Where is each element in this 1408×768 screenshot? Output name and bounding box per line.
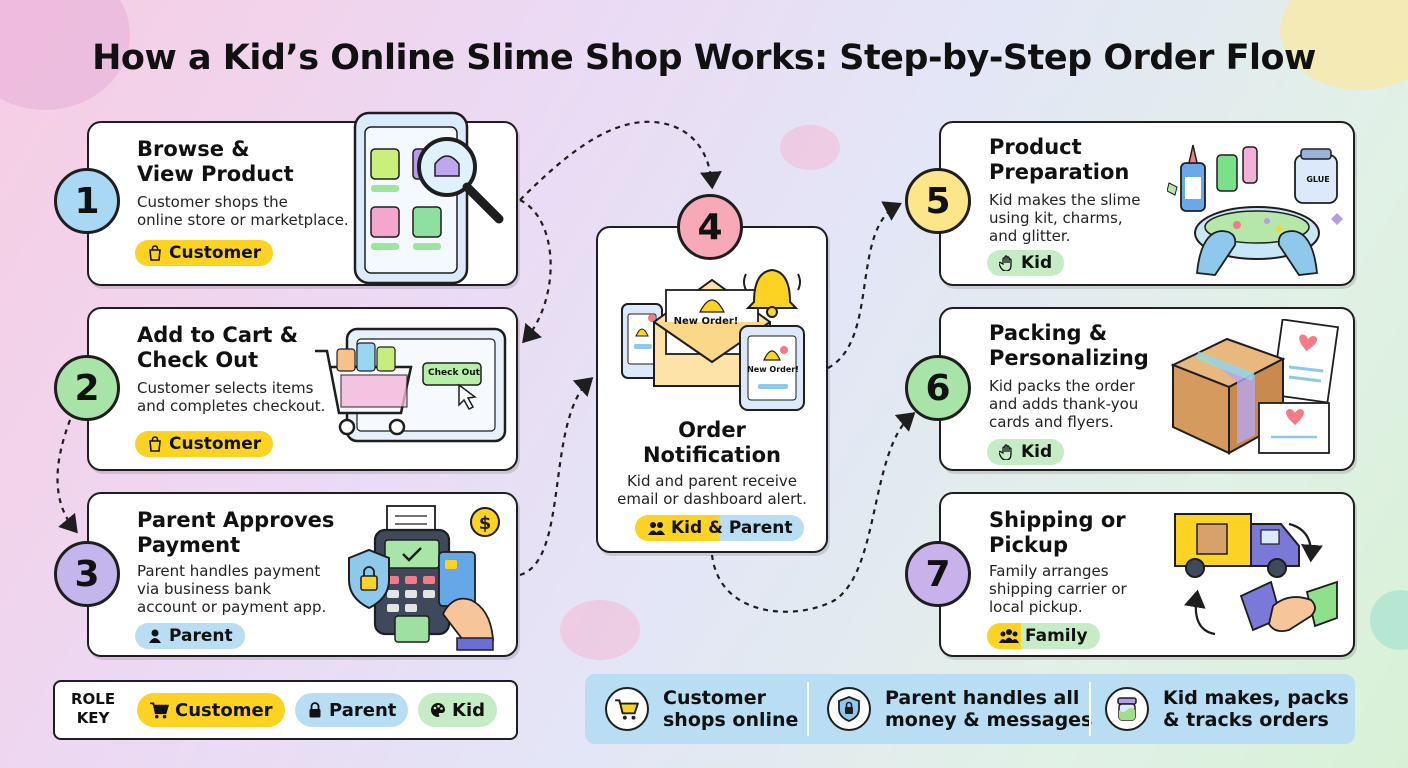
phone-magnifier-illustration xyxy=(353,111,504,285)
page-title: How a Kid’s Online Slime Shop Works: Ste… xyxy=(92,38,1316,78)
step-title: Shipping or Pickup xyxy=(989,508,1126,557)
legend-item-customer: Customer xyxy=(137,693,285,727)
arrow-3-to-4 xyxy=(519,377,594,577)
hand-icon xyxy=(999,255,1012,271)
step-title: Browse & View Product xyxy=(137,137,294,186)
lock-icon xyxy=(309,702,321,718)
step-description: Family arranges shipping carrier or loca… xyxy=(989,562,1127,616)
role-key-legend: ROLE KEY Customer Parent Kid xyxy=(53,680,518,740)
step-2-card: Add to Cart & Check Out Customer selects… xyxy=(87,307,518,471)
summary-divider xyxy=(807,682,809,736)
role-tag-family: Family xyxy=(987,623,1100,649)
step-description: Parent handles payment via business bank… xyxy=(137,562,327,616)
new-order-alert: New Order! xyxy=(747,365,799,374)
step-title: Packing & Personalizing xyxy=(989,321,1149,370)
cart-tablet-illustration xyxy=(315,327,507,443)
role-tag-kid: Kid xyxy=(987,439,1065,465)
role-tag-customer: Customer xyxy=(135,431,274,457)
family-icon xyxy=(999,629,1019,643)
arrow-2-to-3 xyxy=(56,419,78,534)
arrow-4-to-5 xyxy=(827,201,902,369)
summary-item-customer: Customer shops online xyxy=(605,674,798,744)
new-order-alert: New Order! xyxy=(673,316,739,327)
step-3-number-badge: 3 xyxy=(54,541,120,607)
step-title: Order Notification xyxy=(642,418,782,467)
slime-jar-icon xyxy=(1105,687,1149,731)
check-out-button: Check Out xyxy=(428,368,480,378)
legend-item-kid: Kid xyxy=(418,693,498,727)
legend-item-parent: Parent xyxy=(295,693,409,727)
step-4-card: New Order! New Order! Order Notification… xyxy=(596,226,828,553)
step-description: Kid packs the order and adds thank-you c… xyxy=(989,377,1139,431)
step-6-number-badge: 6 xyxy=(905,355,971,421)
step-7-number-badge: 7 xyxy=(905,541,971,607)
svg-text:$: $ xyxy=(479,513,492,534)
hand-icon xyxy=(999,444,1012,460)
payment-terminal-illustration: $ xyxy=(348,505,500,651)
role-tag-parent: Parent xyxy=(135,623,245,649)
step-description: Kid makes the slime using kit, charms, a… xyxy=(989,191,1141,245)
step-5-card: Product Preparation Kid makes the slime … xyxy=(939,121,1355,286)
step-1-number-badge: 1 xyxy=(54,168,120,234)
arrow-1-to-2 xyxy=(519,199,552,344)
step-title: Add to Cart & Check Out xyxy=(137,323,299,372)
glue-jar-label: GLUE xyxy=(1306,175,1330,184)
decor-blob xyxy=(1370,590,1408,650)
truck-handshake-illustration xyxy=(1174,513,1338,636)
summary-banner: Customer shops online Parent handles all… xyxy=(585,674,1355,744)
step-5-number-badge: 5 xyxy=(905,168,971,234)
step-7-card: Shipping or Pickup Family arranges shipp… xyxy=(939,492,1355,657)
person-icon xyxy=(149,629,161,643)
step-title: Product Preparation xyxy=(989,135,1130,184)
bag-icon xyxy=(149,436,161,452)
bag-icon xyxy=(149,245,161,261)
people-icon xyxy=(648,522,665,535)
legend-label: ROLE KEY xyxy=(71,690,116,727)
step-description: Customer selects items and completes che… xyxy=(137,379,326,415)
summary-item-kid: Kid makes, packs & tracks orders xyxy=(1105,674,1349,744)
step-6-card: Packing & Personalizing Kid packs the or… xyxy=(939,307,1355,471)
decor-blob xyxy=(560,600,640,660)
step-description: Customer shops the online store or marke… xyxy=(137,193,349,229)
summary-divider xyxy=(1089,682,1091,736)
arrow-1-to-4 xyxy=(519,120,722,201)
step-title: Parent Approves Payment xyxy=(137,508,335,557)
palette-icon xyxy=(431,703,445,717)
step-3-card: Parent Approves Payment Parent handles p… xyxy=(87,492,518,657)
package-cards-illustration xyxy=(1170,319,1340,455)
role-tag-kid-parent: Kid & Parent xyxy=(635,515,805,541)
decor-blob xyxy=(780,125,840,170)
summary-item-parent: Parent handles all money & messages xyxy=(827,674,1092,744)
step-description: Kid and parent receive email or dashboar… xyxy=(617,472,807,508)
shield-lock-icon xyxy=(827,687,871,731)
role-tag-customer: Customer xyxy=(135,240,274,266)
notification-illustration xyxy=(621,268,805,411)
slime-making-illustration xyxy=(1167,144,1343,276)
step-2-number-badge: 2 xyxy=(54,355,120,421)
step-4-number-badge: 4 xyxy=(677,194,743,260)
role-tag-kid: Kid xyxy=(987,250,1065,276)
cart-icon xyxy=(150,702,169,719)
step-1-card: Browse & View Product Customer shops the… xyxy=(87,111,518,286)
cart-icon xyxy=(605,687,649,731)
